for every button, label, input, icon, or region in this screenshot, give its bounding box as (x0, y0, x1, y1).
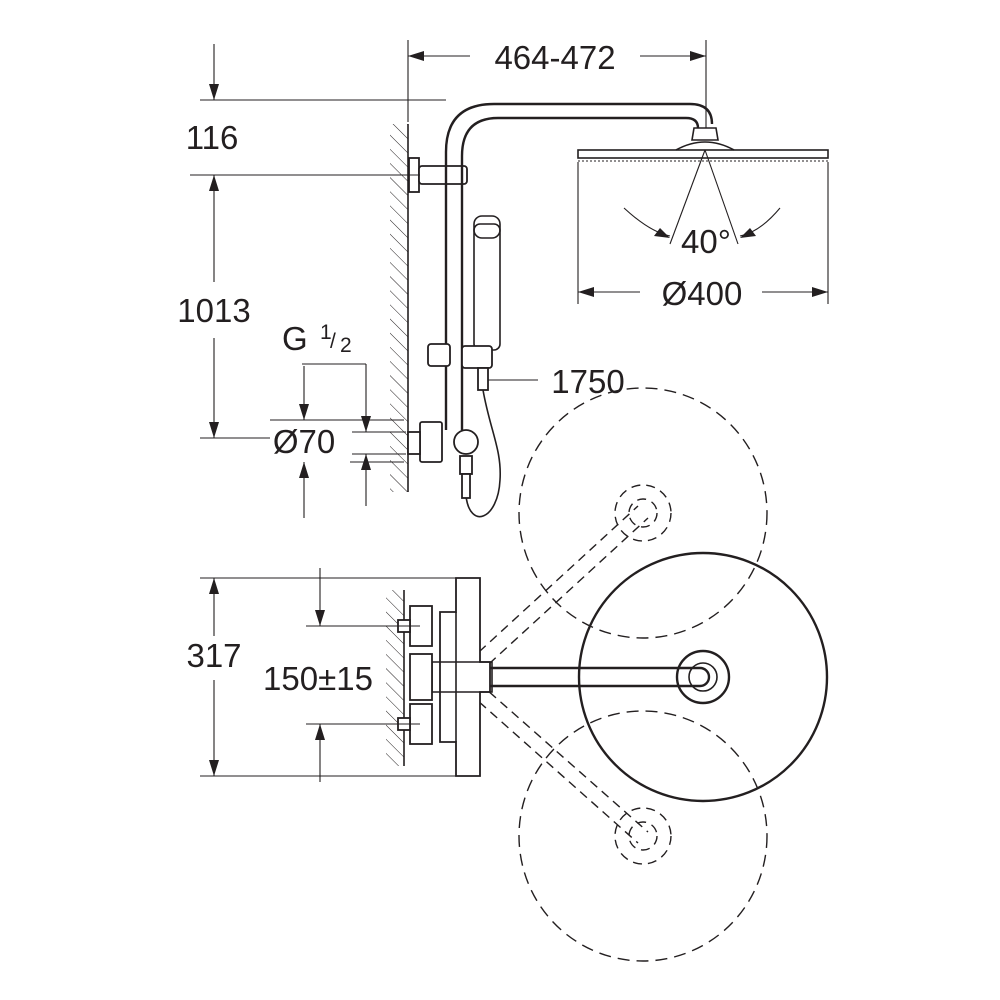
side-elevation (390, 102, 829, 518)
handshower-head (473, 215, 501, 239)
label-mixer-height: 317 (186, 637, 241, 674)
head-plate (577, 149, 829, 159)
label-spray-angle: 40° (681, 223, 731, 260)
hose-outlet (459, 455, 473, 475)
label-hose-length: 1750 (551, 363, 624, 400)
label-escutcheon-diameter: Ø70 (273, 423, 335, 460)
thread-denominator: 2 (340, 334, 352, 357)
plan-view (386, 387, 829, 962)
thread-slash: / (330, 330, 336, 353)
dimension-lines-top (190, 40, 829, 518)
riser-pipe-inner (460, 116, 700, 430)
diverter-knob (453, 429, 479, 455)
rail-holder (427, 343, 451, 367)
head-hub-center (675, 649, 731, 705)
thread-letter: G (282, 320, 308, 357)
thread-numerator: 1 (320, 321, 332, 344)
mixer-backplate (407, 431, 421, 455)
handshower-handle (473, 223, 501, 351)
label-rail-height: 1013 (177, 292, 250, 329)
swing-circle-upper (518, 387, 768, 639)
hose-cone (477, 367, 489, 391)
shower-hose (465, 389, 501, 518)
thermostat-body (439, 577, 491, 777)
label-ceiling-offset: 116 (186, 119, 239, 156)
rain-shower-head (577, 127, 829, 162)
dimension-lines-bottom (200, 568, 456, 782)
head-dome (675, 141, 735, 151)
riser-pipe (444, 102, 714, 430)
shower-head-plan (577, 551, 829, 803)
swing-circle-lower (518, 710, 768, 962)
handshower-slider (461, 345, 493, 369)
hose-nut (461, 473, 471, 499)
label-arm-projection: 464-472 (494, 39, 615, 76)
plan-wall-hatching (386, 590, 404, 766)
label-head-diameter: Ø400 (662, 275, 743, 312)
head-connector (691, 127, 719, 141)
head-hub-upper (614, 484, 672, 542)
mixer-body (419, 421, 443, 463)
shower-arm-plan (448, 666, 711, 688)
head-hub-lower (614, 807, 672, 865)
upper-bracket-arm (418, 165, 468, 185)
wall-hatching (390, 124, 408, 492)
label-thread: G (282, 320, 308, 357)
label-inlet-centres: 150±15 (263, 660, 373, 697)
